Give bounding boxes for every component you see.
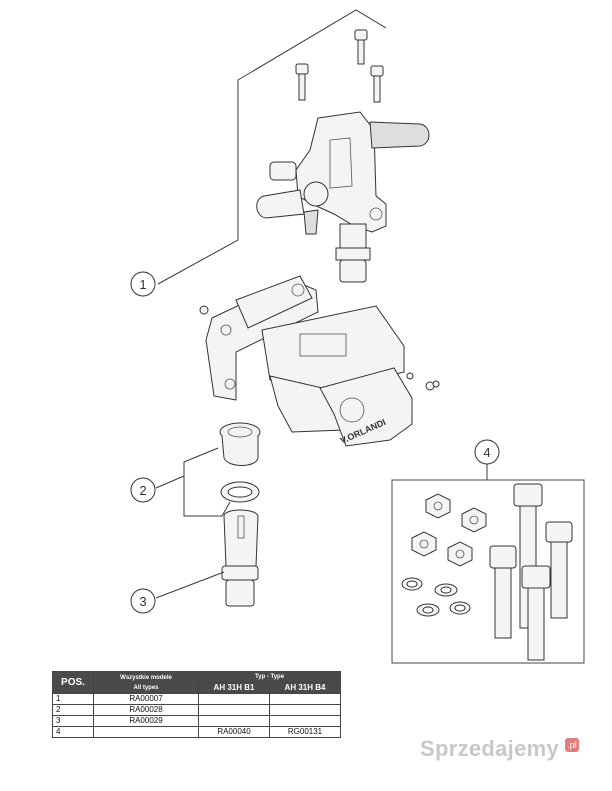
row-b1: RA00040: [198, 726, 270, 738]
table-row: 4 RA00040 RG00131: [52, 726, 341, 738]
row-pos: 3: [52, 715, 94, 727]
bolt-kit-frame: [391, 479, 585, 664]
col-b4-header: AH 31H B4: [269, 682, 341, 694]
row-all-models: RA00028: [93, 704, 199, 716]
row-b1: [198, 704, 270, 716]
callout-1-leader: [157, 9, 387, 285]
screw-part: [295, 29, 384, 103]
callout-3-label: 3: [139, 594, 146, 609]
table-row: 2 RA00028: [52, 704, 341, 716]
callout-4: 4: [474, 439, 500, 465]
all-models-header-en: All types: [133, 684, 159, 691]
callout-3-leader: [155, 571, 225, 599]
row-pos: 4: [52, 726, 94, 738]
callout-2: 2: [130, 477, 156, 503]
coupling-head-part: [256, 111, 430, 283]
callout-2-leader: [183, 447, 231, 517]
bushing-part: [219, 422, 261, 466]
washer-set: [401, 577, 471, 617]
bolt-set: [489, 483, 573, 661]
row-b4: RG00131: [269, 726, 341, 738]
row-all-models: RA00007: [93, 693, 199, 705]
row-b1: [198, 715, 270, 727]
row-all-models: RA00029: [93, 715, 199, 727]
callout-1-label: 1: [139, 277, 146, 292]
row-b4: [269, 715, 341, 727]
all-models-header: Wszystkie modele All types: [93, 671, 199, 694]
callout-1: 1: [130, 271, 156, 297]
table-row: 3 RA00029: [52, 715, 341, 727]
row-pos: 1: [52, 693, 94, 705]
row-b4: [269, 693, 341, 705]
nut-set: [411, 493, 487, 567]
all-models-header-pl: Wszystkie modele: [120, 674, 172, 681]
callout-2-leader-branch: [155, 475, 185, 489]
watermark-badge: .pl: [565, 738, 579, 752]
retaining-ring-part: [220, 481, 260, 503]
table-row: 1 RA00007: [52, 693, 341, 705]
callout-3: 3: [130, 588, 156, 614]
callout-2-label: 2: [139, 483, 146, 498]
watermark: Sprzedajemy: [420, 736, 560, 761]
coupling-pin-part: [221, 509, 259, 607]
row-b1: [198, 693, 270, 705]
mounting-bracket-part: [199, 275, 440, 447]
row-pos: 2: [52, 704, 94, 716]
row-all-models: [93, 726, 199, 738]
type-header: Typ - Type: [198, 671, 341, 683]
callout-4-label: 4: [483, 445, 490, 460]
col-b1-header: AH 31H B1: [198, 682, 270, 694]
pos-header: POS.: [52, 671, 94, 694]
row-b4: [269, 704, 341, 716]
parts-table: POS. Wszystkie modele All types Typ - Ty…: [52, 671, 341, 738]
